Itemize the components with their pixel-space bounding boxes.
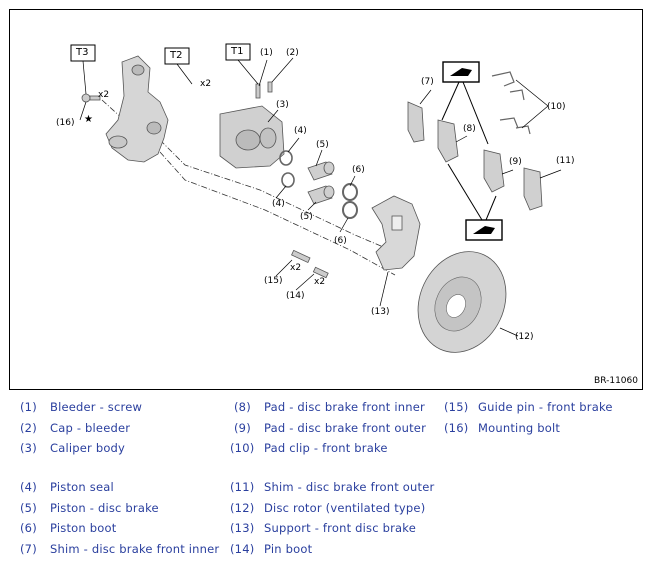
legend-item: (4)Piston seal <box>20 480 114 494</box>
legend-item: (6)Piston boot <box>20 521 117 535</box>
callout-5b: (5) <box>300 212 313 222</box>
legend-item: (10)Pad clip - front brake <box>230 441 388 455</box>
torque-tag-t2: T2 <box>170 50 183 61</box>
callout-15: (15) <box>264 276 283 286</box>
callout-1: (1) <box>260 48 273 58</box>
legend-item: (13)Support - front disc brake <box>230 521 416 535</box>
callout-2: (2) <box>286 48 299 58</box>
legend-item: (3)Caliper body <box>20 441 126 455</box>
callout-7: (7) <box>421 77 434 87</box>
quantity-pin-boot: x2 <box>314 277 326 287</box>
pad-outer-part <box>483 149 505 193</box>
callout-16: (16) <box>56 118 75 128</box>
legend-item: (12)Disc rotor (ventilated type) <box>230 501 426 515</box>
callout-6b: (6) <box>334 236 347 246</box>
svg-text:★: ★ <box>84 114 93 125</box>
pad-inner-part <box>437 119 459 163</box>
callout-12: (12) <box>515 332 534 342</box>
legend-item: (2)Cap - bleeder <box>20 421 131 435</box>
legend-item: (7)Shim - disc brake front inner <box>20 542 220 556</box>
callout-14: (14) <box>286 291 305 301</box>
callout-10: (10) <box>547 102 566 112</box>
callout-4b: (4) <box>272 199 285 209</box>
legend-item: (11)Shim - disc brake front outer <box>230 480 435 494</box>
exploded-diagram: ★ <box>9 9 643 390</box>
callout-6a: (6) <box>352 165 365 175</box>
caliper-body-part <box>219 105 285 169</box>
torque-tag-t1: T1 <box>231 46 244 57</box>
callout-4a: (4) <box>294 126 307 136</box>
legend-item: (16)Mounting bolt <box>444 421 561 435</box>
figure-code: BR-11060 <box>594 376 638 386</box>
callout-9: (9) <box>509 157 522 167</box>
legend-item: (1)Bleeder - screw <box>20 400 143 414</box>
legend-item: (15)Guide pin - front brake <box>444 400 613 414</box>
callout-13: (13) <box>371 307 390 317</box>
callout-3: (3) <box>276 100 289 110</box>
legend-item: (9)Pad - disc brake front outer <box>234 421 426 435</box>
callout-8: (8) <box>463 124 476 134</box>
legend-item: (8)Pad - disc brake front inner <box>234 400 425 414</box>
callout-11: (11) <box>556 156 575 166</box>
quantity-guide-pin: x2 <box>290 263 302 273</box>
quantity-caliper-bolt: x2 <box>200 79 212 89</box>
support-bracket-part <box>371 195 421 271</box>
disc-rotor-part <box>417 251 507 353</box>
shim-inner-part <box>407 101 425 143</box>
knuckle-part <box>105 55 169 163</box>
legend-item: (5)Piston - disc brake <box>20 501 159 515</box>
quantity-bolt: x2 <box>98 90 110 100</box>
shim-outer-part <box>523 167 543 211</box>
callout-5a: (5) <box>316 140 329 150</box>
legend-item: (14)Pin boot <box>230 542 313 556</box>
torque-tag-t3: T3 <box>76 47 89 58</box>
